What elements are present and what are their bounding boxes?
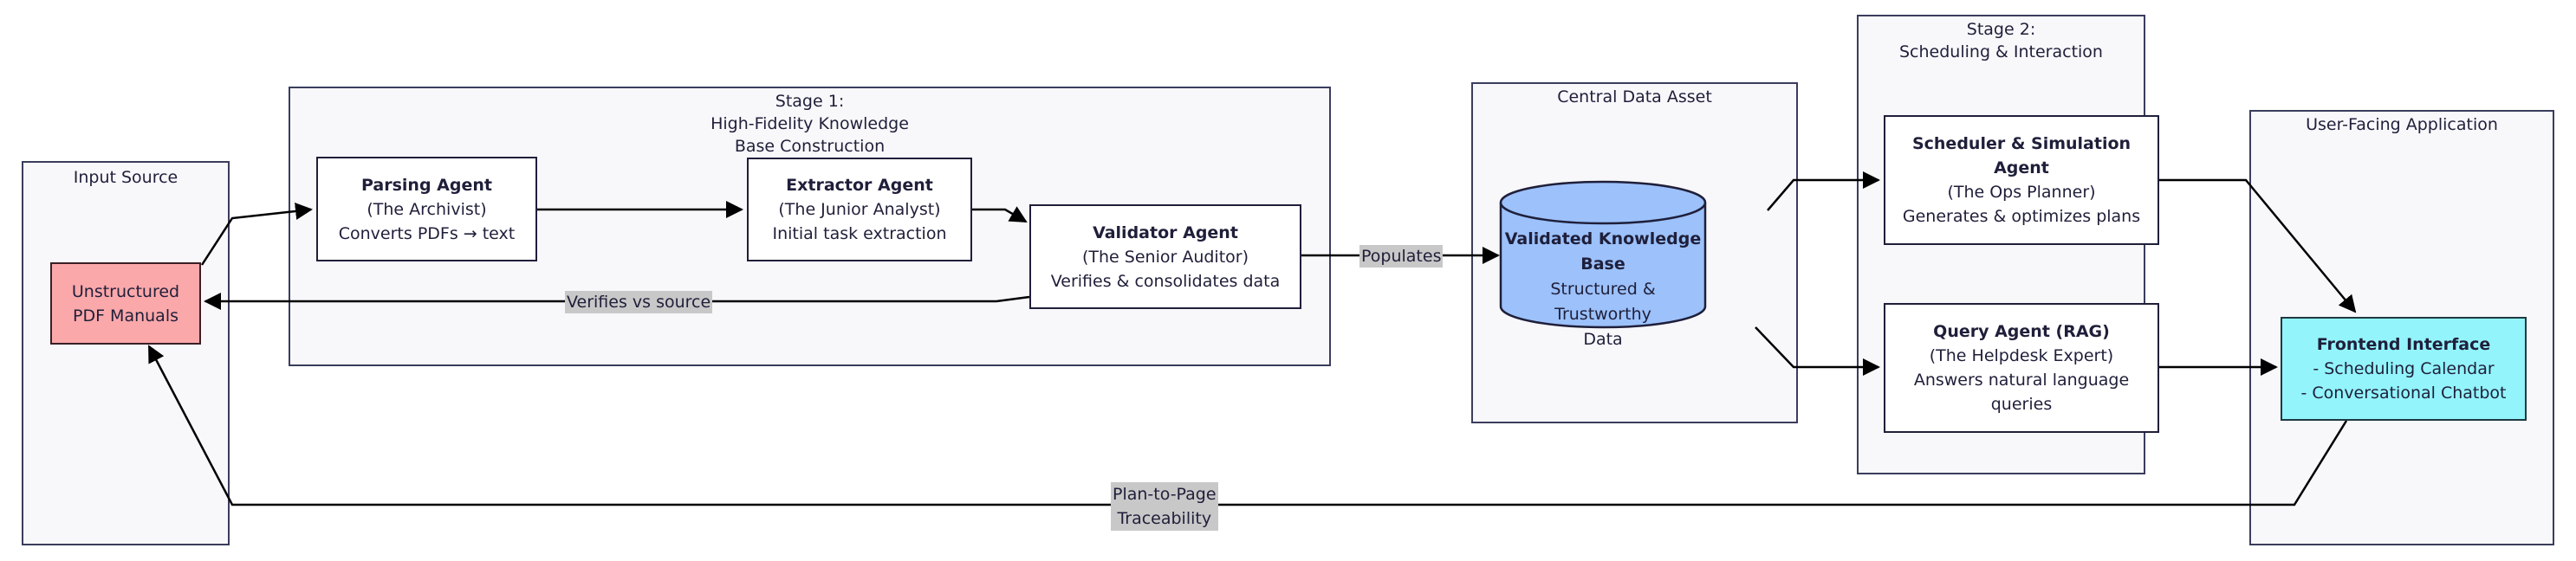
scheduler-agent-title1: Scheduler & Simulation [1911, 134, 2132, 153]
knowledge-base-title: Validated Knowledge Base [1504, 229, 1702, 274]
frontend-item-chatbot: - Conversational Chatbot [2300, 384, 2507, 403]
edge-validator-to-pdf [204, 293, 1030, 310]
query-agent-desc1: Answers natural language [1913, 371, 2130, 390]
central-data-title: Central Data Asset [1557, 87, 1712, 106]
stage1-title: Stage 1: High-Fidelity Knowledge Base Co… [711, 92, 909, 156]
extractor-agent-desc: Initial task extraction [772, 224, 947, 243]
query-agent-desc2: queries [1990, 395, 2053, 414]
parsing-agent-node[interactable]: Parsing Agent (The Archivist) Converts P… [316, 157, 537, 261]
frontend-interface-node[interactable]: Frontend Interface - Scheduling Calendar… [2281, 317, 2527, 421]
edge-scheduler-to-frontend [2159, 178, 2357, 313]
frontend-interface-title: Frontend Interface [2316, 335, 2491, 354]
edge-label-populates: Populates [1359, 245, 1444, 268]
knowledge-base-line2: Structured & Trustworthy [1550, 280, 1656, 324]
query-agent-role: (The Helpdesk Expert) [1929, 346, 2114, 365]
parsing-agent-role: (The Archivist) [367, 199, 487, 219]
query-agent-node[interactable]: Query Agent (RAG) (The Helpdesk Expert) … [1884, 303, 2159, 433]
scheduler-agent-title2: Agent [1994, 158, 2049, 177]
scheduler-agent-role: (The Ops Planner) [1947, 183, 2096, 202]
input-source-title: Input Source [73, 168, 178, 187]
edge-kb-to-query [1755, 326, 1880, 376]
edge-label-verifies: Verifies vs source [565, 291, 713, 313]
frontend-item-calendar: - Scheduling Calendar [2313, 359, 2495, 378]
pdf-manuals-line1: Unstructured [71, 281, 180, 301]
knowledge-base-label[interactable]: Validated Knowledge Base Structured & Tr… [1501, 227, 1705, 352]
parsing-agent-desc: Converts PDFs → text [338, 223, 516, 243]
validator-agent-title: Validator Agent [1093, 222, 1238, 242]
edge-frontend-to-pdf [147, 345, 2348, 506]
edge-kb-to-scheduler [1767, 171, 1880, 211]
query-agent-title: Query Agent (RAG) [1933, 322, 2110, 341]
validator-agent-node[interactable]: Validator Agent (The Senior Auditor) Ver… [1029, 204, 1301, 309]
pdf-manuals-node[interactable]: Unstructured PDF Manuals [50, 262, 201, 345]
edge-pdf-to-parsing [200, 203, 313, 266]
extractor-agent-title: Extractor Agent [786, 176, 933, 195]
pdf-manuals-line2: PDF Manuals [73, 306, 178, 326]
scheduler-agent-desc: Generates & optimizes plans [1902, 207, 2141, 226]
stage2-title: Stage 2: Scheduling & Interaction [1899, 20, 2103, 61]
validator-agent-role: (The Senior Auditor) [1081, 247, 1249, 267]
extractor-agent-node[interactable]: Extractor Agent (The Junior Analyst) Ini… [747, 158, 972, 261]
user-app-title: User-Facing Application [2306, 115, 2498, 134]
edge-label-traceability: Plan-to-Page Traceability [1111, 482, 1218, 531]
scheduler-agent-node[interactable]: Scheduler & Simulation Agent (The Ops Pl… [1884, 115, 2159, 245]
input-source-cluster: Input Source [22, 161, 230, 545]
parsing-agent-title: Parsing Agent [361, 175, 492, 195]
extractor-agent-role: (The Junior Analyst) [778, 200, 941, 219]
knowledge-base-line3: Data [1583, 330, 1623, 349]
knowledge-base-cylinder [1499, 180, 1707, 329]
edge-extractor-to-validator [972, 206, 1028, 223]
validator-agent-desc: Verifies & consolidates data [1050, 271, 1281, 291]
